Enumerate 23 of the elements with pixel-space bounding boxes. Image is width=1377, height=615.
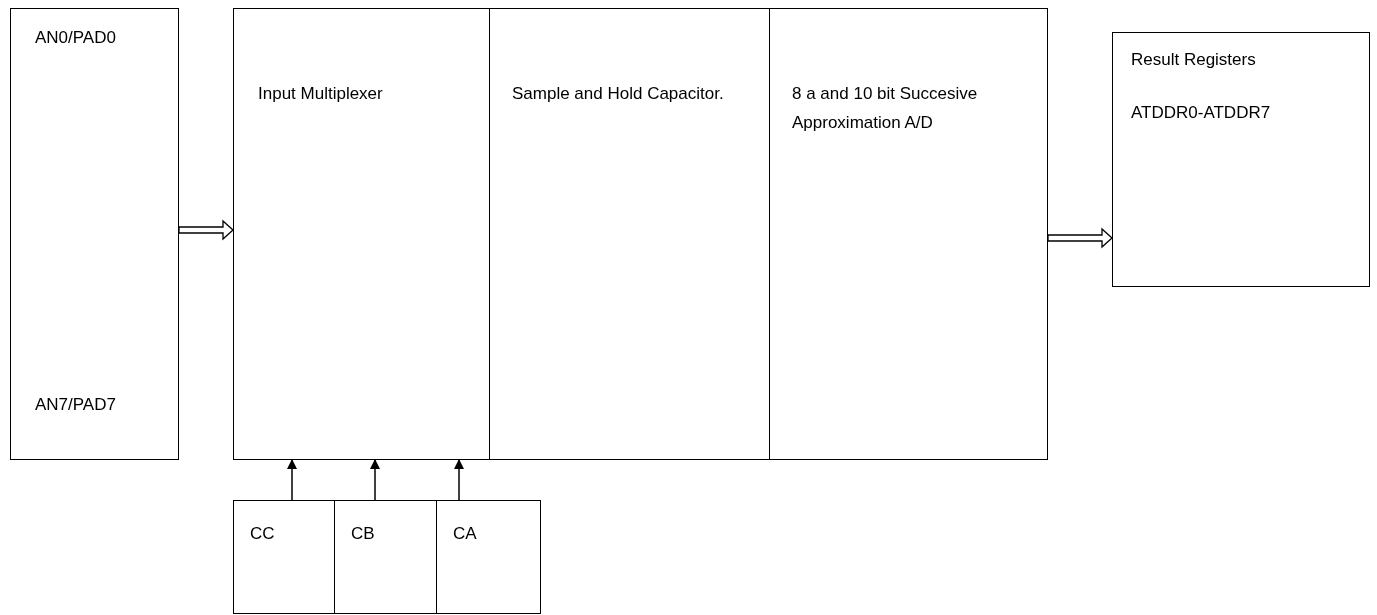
block-box — [436, 500, 541, 614]
block-label: ATDDR0-ATDDR7 — [1131, 102, 1272, 124]
block-label: Result Registers — [1131, 49, 1257, 71]
block-box — [1112, 32, 1370, 287]
arrow — [370, 459, 380, 501]
block-label: AN0/PAD0 — [35, 27, 117, 49]
block-box — [769, 8, 1048, 460]
block-box — [10, 8, 179, 460]
block-label: CC — [250, 523, 276, 545]
block-box — [489, 8, 770, 460]
block-label: CA — [453, 523, 478, 545]
block-box — [334, 500, 437, 614]
arrow — [454, 459, 464, 501]
block-label: CB — [351, 523, 376, 545]
block-label: AN7/PAD7 — [35, 394, 117, 416]
double-arrow — [1047, 227, 1113, 249]
block-label: Sample and Hold Capacitor. — [512, 83, 725, 105]
double-arrow — [178, 219, 234, 241]
block-box — [233, 8, 490, 460]
block-label: Input Multiplexer — [258, 83, 384, 105]
arrow — [287, 459, 297, 501]
block-label: 8 a and 10 bit Succesive Approximation A/D — [792, 83, 979, 134]
block-box — [233, 500, 335, 614]
